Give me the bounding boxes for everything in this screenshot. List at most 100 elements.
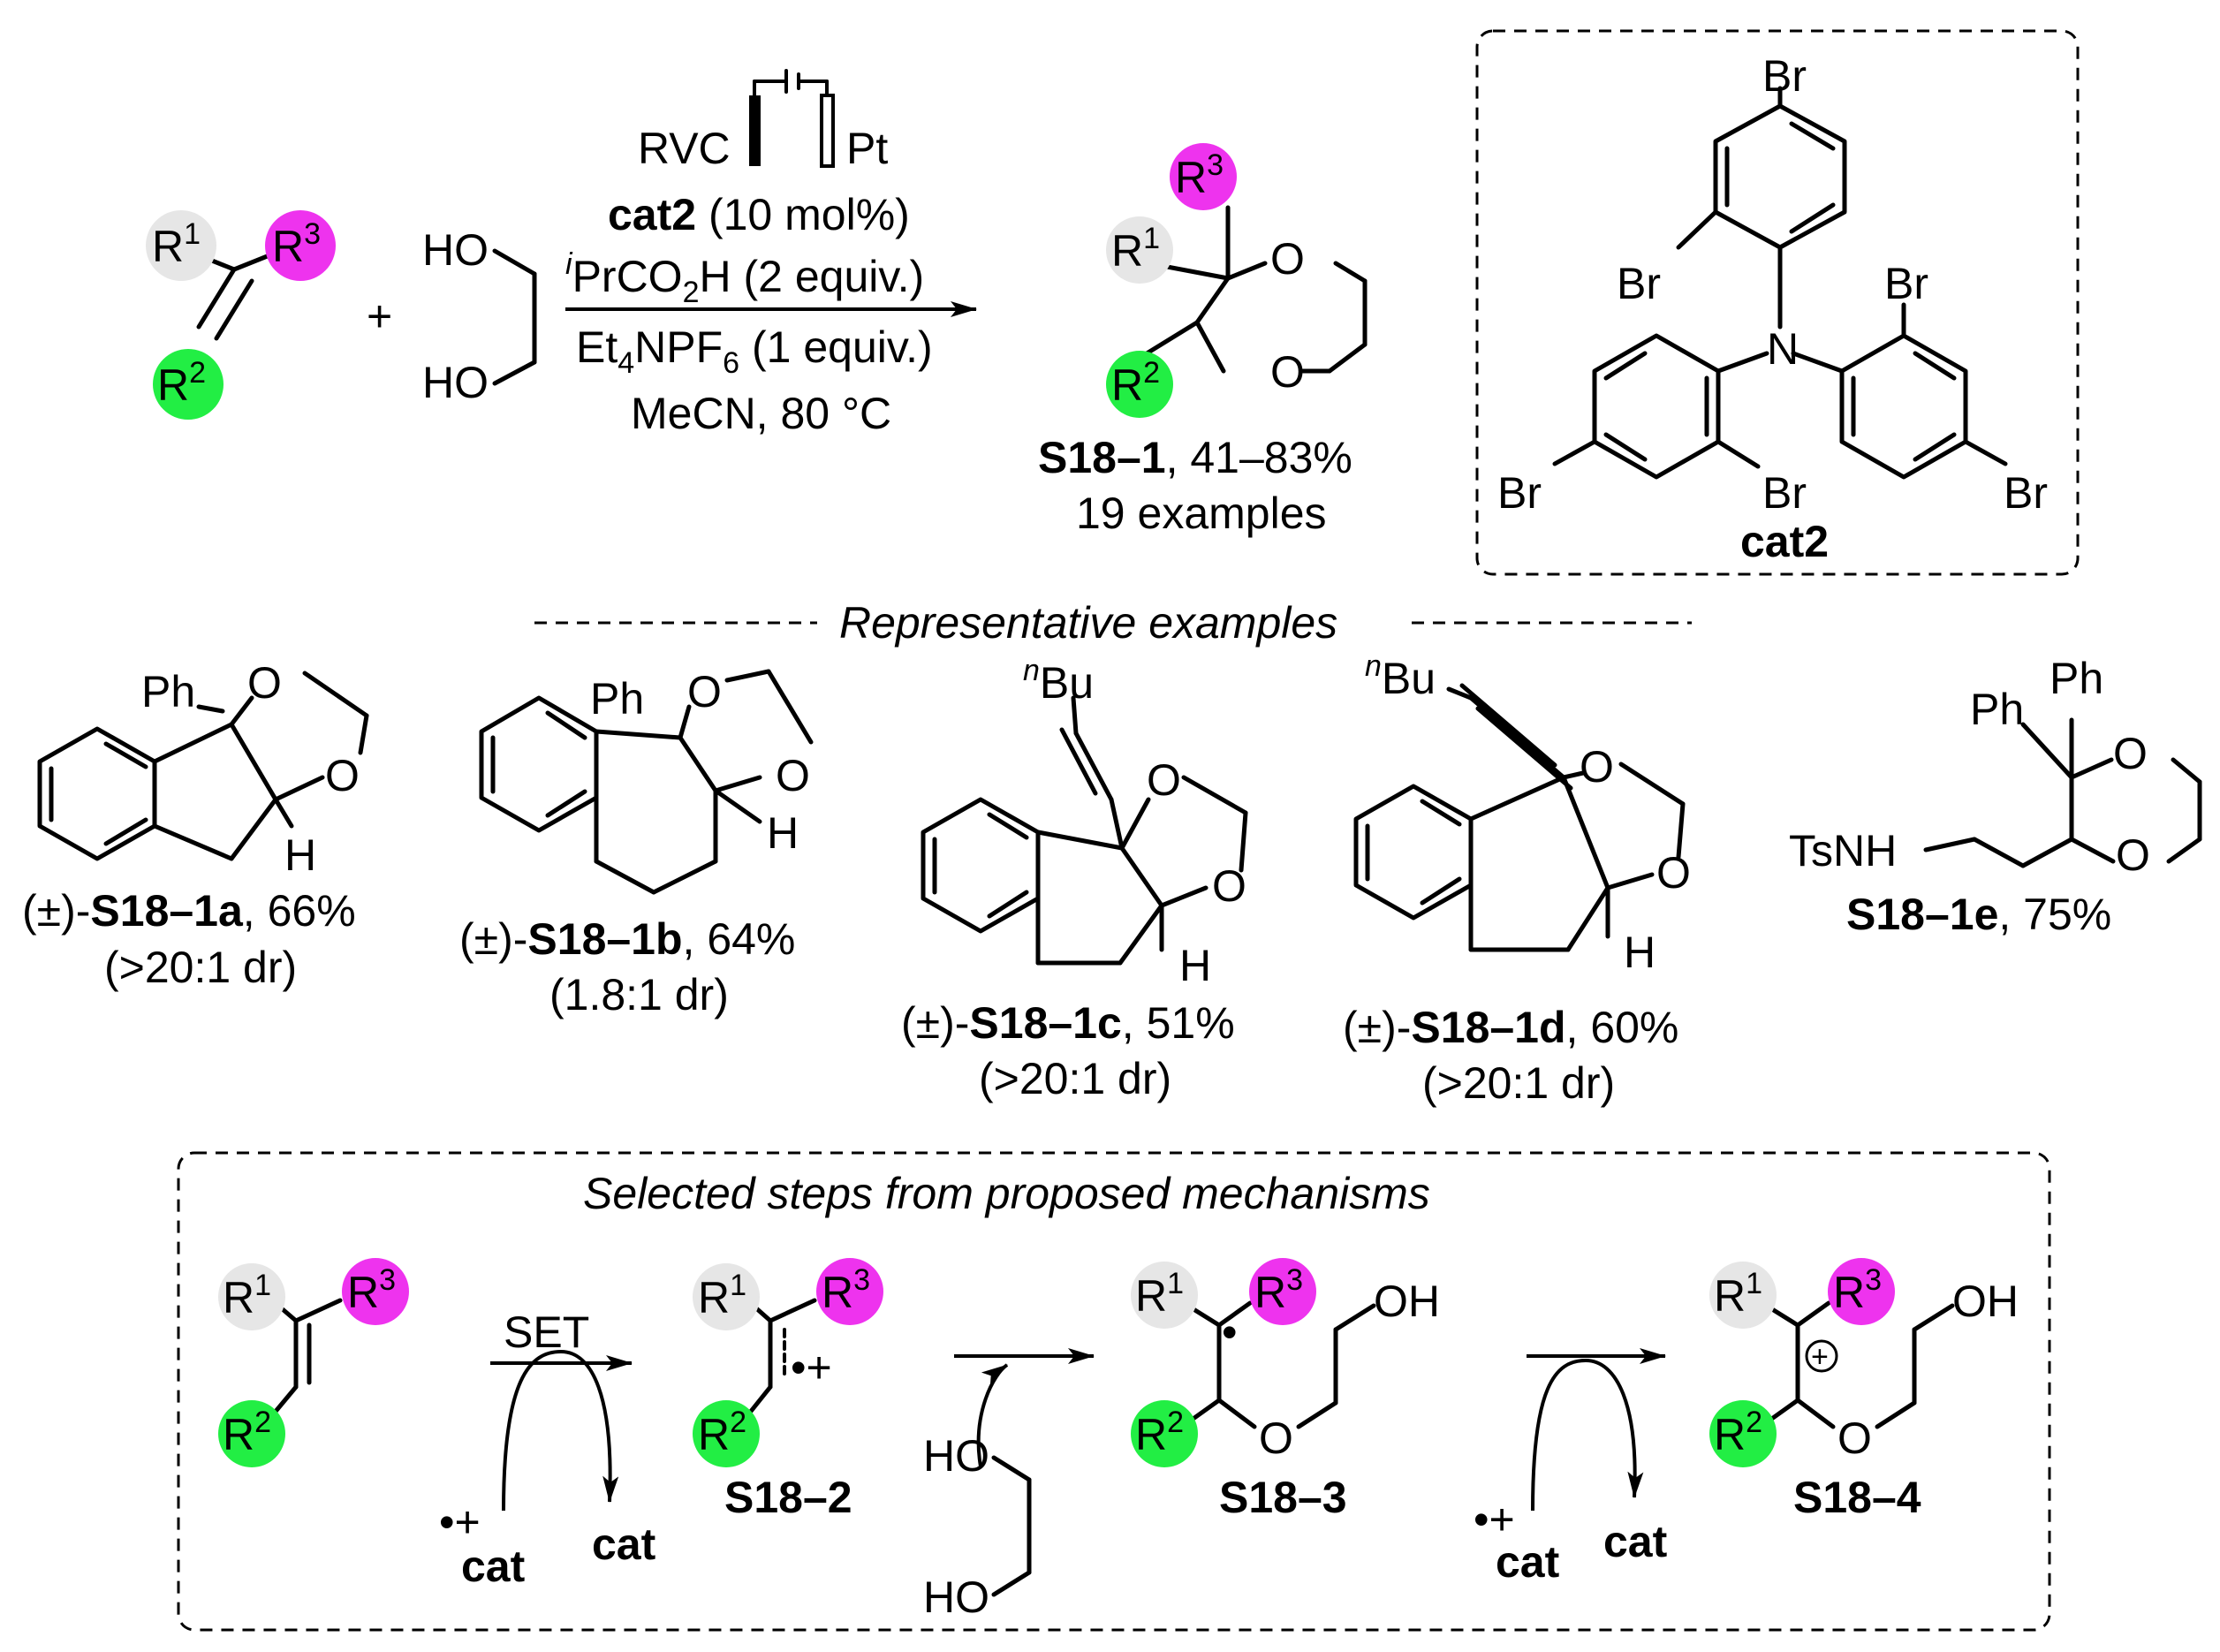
example-b-h: H <box>767 808 799 858</box>
r2-label: R2 <box>157 356 206 410</box>
example-c-structure: nBu O O H <box>921 654 1248 990</box>
r3-label: R3 <box>272 217 321 271</box>
example-c-o-top: O <box>1147 755 1181 805</box>
examples-header: Representative examples <box>839 598 1337 648</box>
mech-alkene: R1 R3 R2 <box>218 1258 409 1467</box>
ethylene-glycol: HO HO <box>422 225 537 407</box>
example-c-o-bottom: O <box>1212 861 1246 911</box>
example-c-nbu: nBu <box>1023 654 1094 708</box>
s3-o: O <box>1259 1413 1293 1463</box>
svg-text:R3: R3 <box>1833 1263 1882 1317</box>
example-a-o-bottom: O <box>325 751 360 800</box>
condition-catalyst: cat2 (10 mol%) <box>608 190 910 239</box>
example-d-o-top: O <box>1580 742 1614 792</box>
svg-text:R1: R1 <box>223 1269 271 1322</box>
svg-text:R2: R2 <box>223 1406 271 1459</box>
s4-oh: OH <box>1952 1277 2019 1326</box>
set-label: SET <box>504 1307 589 1357</box>
example-a-dr: (>20:1 dr) <box>104 943 297 992</box>
s4-label: S18–4 <box>1793 1473 1921 1522</box>
example-b-o-top: O <box>687 667 722 716</box>
attack-ho-top: HO <box>923 1431 989 1481</box>
condition-electrolyte: Et4NPF6 (1 equiv.) <box>576 322 933 380</box>
example-e-ph-left: Ph <box>1970 685 2024 734</box>
svg-text:R3: R3 <box>347 1263 396 1317</box>
diol-ho-bottom: HO <box>422 358 489 407</box>
svg-text:R1: R1 <box>1135 1267 1184 1321</box>
mech-s18-4: R1 R3 R2 + O OH <box>1709 1258 2019 1467</box>
product-o-top: O <box>1270 234 1305 284</box>
conditions: RVC Pt cat2 (10 mol%) iPrCO2H (2 equiv.)… <box>565 69 977 438</box>
example-e-o-top: O <box>2113 729 2148 778</box>
catalyst-label: cat2 <box>1740 517 1829 566</box>
example-d-nbu: nBu <box>1365 649 1436 703</box>
example-a-structure: Ph O O H <box>37 658 369 880</box>
pt-electrode-icon <box>820 94 835 168</box>
example-d-h: H <box>1624 928 1656 977</box>
example-b-ph: Ph <box>590 674 644 724</box>
example-a-o-top: O <box>247 658 282 708</box>
s3-label: S18–3 <box>1219 1473 1347 1522</box>
product-r2-label: R2 <box>1111 356 1160 410</box>
svg-text:R1: R1 <box>698 1269 746 1322</box>
example-b-structure: Ph O O H <box>479 667 814 895</box>
ox-cat: cat <box>1603 1517 1668 1566</box>
r1-label: R1 <box>152 217 201 271</box>
example-b-o-bottom: O <box>776 751 810 800</box>
product-dioxane: R3 R1 R2 O O <box>1106 143 1368 418</box>
example-c-label: (±)-S18–1c, 51% <box>901 998 1235 1048</box>
condition-acid: iPrCO2H (2 equiv.) <box>565 247 924 309</box>
mechanism-title: Selected steps from proposed mechanisms <box>583 1169 1430 1218</box>
ox-cat-radical-charge: •+ <box>1474 1495 1515 1544</box>
n-atom: N <box>1767 324 1799 374</box>
product-label: S18–1, 41–83% <box>1038 433 1352 482</box>
mech-s18-2: R1 R3 R2 •+ <box>693 1258 883 1467</box>
catalyst-box <box>1475 29 2080 576</box>
rvc-electrode-icon <box>749 95 761 166</box>
br-ortho-left: Br <box>1762 468 1807 518</box>
mechanism-box <box>177 1151 2051 1632</box>
electrode-rvc: RVC <box>638 124 731 173</box>
example-d-label: (±)-S18–1d, 60% <box>1343 1003 1678 1052</box>
example-c-h: H <box>1179 941 1211 990</box>
br-ortho-top: Br <box>1617 259 1661 308</box>
product-examples: 19 examples <box>1076 489 1327 538</box>
s2-radical-cation: •+ <box>791 1343 832 1392</box>
br-ortho-right: Br <box>1884 259 1928 308</box>
product-r2-ball <box>1106 351 1173 418</box>
attack-step: HO HO <box>923 1348 1095 1622</box>
example-a-ph: Ph <box>141 667 195 716</box>
ox-cat-radical: cat <box>1496 1537 1560 1587</box>
product-r3-label: R3 <box>1175 148 1224 202</box>
example-e-structure: Ph Ph O O TsNH <box>1789 654 2202 880</box>
s3-oh: OH <box>1374 1277 1440 1326</box>
br-para-right: Br <box>2004 468 2048 518</box>
example-e-ph-top: Ph <box>2050 654 2103 703</box>
set-cat: cat <box>592 1519 656 1569</box>
r1-ball <box>146 210 216 281</box>
example-d-structure: nBu O O H <box>1353 649 1691 977</box>
electrode-pt: Pt <box>846 124 888 173</box>
catalyst-structure: Br Br N Br Br Br Br <box>1497 51 2048 518</box>
br-para-left: Br <box>1497 468 1542 518</box>
svg-text:R3: R3 <box>1254 1263 1303 1317</box>
svg-text:R2: R2 <box>1714 1406 1762 1459</box>
mech-s18-3: R1 R3 R2 • O OH <box>1131 1258 1440 1467</box>
example-d-dr: (>20:1 dr) <box>1422 1058 1615 1108</box>
condition-solvent: MeCN, 80 °C <box>631 389 891 438</box>
starting-alkene: R1 R3 R2 <box>146 210 336 420</box>
s2-label: S18–2 <box>724 1473 852 1522</box>
s4-o: O <box>1837 1413 1872 1463</box>
oxidation-step: •+ cat cat <box>1474 1348 1668 1587</box>
attack-ho-bottom: HO <box>923 1572 989 1622</box>
example-e-tsnh: TsNH <box>1789 826 1897 875</box>
example-b-dr: (1.8:1 dr) <box>549 970 729 1019</box>
set-cat-radical: cat <box>461 1542 526 1591</box>
r2-ball <box>153 349 224 420</box>
s4-cation-circle <box>1805 1339 1838 1373</box>
example-b-label: (±)-S18–1b, 64% <box>459 914 795 964</box>
example-e-label: S18–1e, 75% <box>1846 890 2111 939</box>
svg-text:R1: R1 <box>1714 1267 1762 1321</box>
example-a-label: (±)-S18–1a, 66% <box>22 886 356 936</box>
svg-text:R2: R2 <box>698 1406 746 1459</box>
